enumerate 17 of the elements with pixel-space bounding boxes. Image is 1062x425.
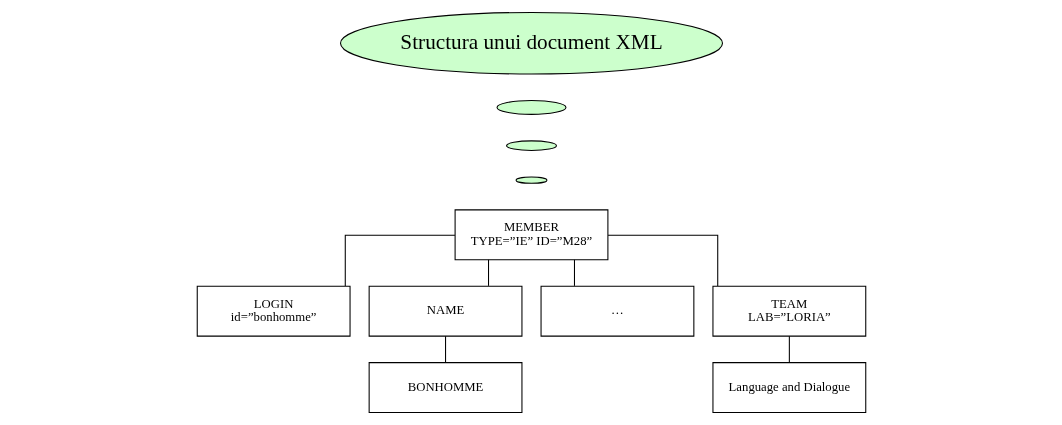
node-ellipse: Structura unui document XML: [339, 11, 723, 75]
connector: [444, 335, 446, 363]
connector: [487, 259, 489, 287]
connector: [607, 234, 718, 287]
connector: [344, 234, 455, 287]
node-box: TEAM LAB=”LORIA”: [711, 285, 866, 337]
node-box: Language and Dialogue: [711, 362, 866, 414]
node-box: BONHOMME: [368, 362, 522, 414]
node-box: LOGIN id=”bonhomme”: [196, 285, 351, 337]
node-ellipse: [515, 176, 547, 184]
node-box: …: [540, 285, 694, 337]
node-box: NAME: [368, 285, 522, 337]
connector: [573, 259, 575, 287]
connector: [788, 335, 790, 363]
node-ellipse: [505, 140, 557, 151]
node-box: MEMBER TYPE=”IE” ID=”M28”: [454, 209, 608, 261]
node-ellipse: [496, 100, 566, 115]
